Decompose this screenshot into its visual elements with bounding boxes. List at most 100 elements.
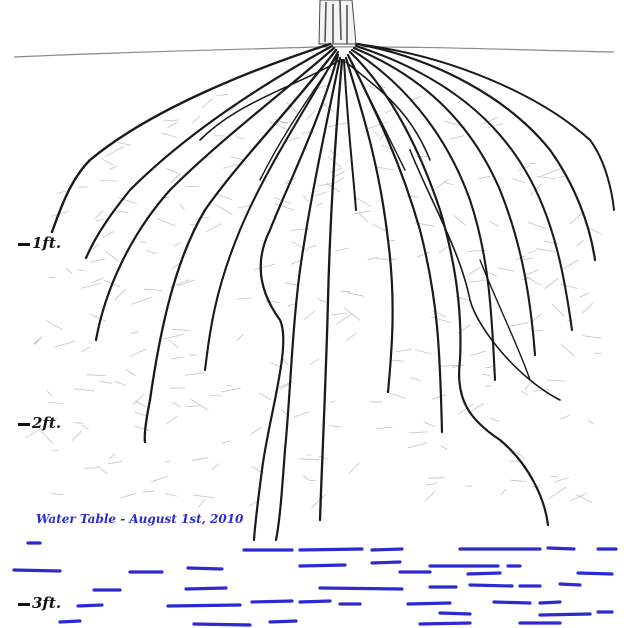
rootlet xyxy=(498,268,515,271)
rootlet xyxy=(513,179,526,183)
depth-marker-label: 1ft. xyxy=(32,234,61,252)
rootlet xyxy=(355,211,371,214)
rootlet xyxy=(533,390,549,392)
rootlet xyxy=(209,395,221,396)
rootlet xyxy=(486,386,491,387)
root-strand xyxy=(354,48,535,355)
rootlet xyxy=(166,416,176,424)
rootlet xyxy=(47,321,63,330)
rootlet xyxy=(143,491,155,492)
rootlet xyxy=(135,412,146,416)
rootlet xyxy=(445,183,453,185)
fine-rootlets xyxy=(26,85,602,508)
rootlet xyxy=(408,443,427,448)
rootlet xyxy=(42,432,53,443)
water-stroke xyxy=(186,588,226,589)
water-stroke xyxy=(252,601,292,602)
rootlet xyxy=(224,165,238,169)
rootlet xyxy=(282,358,288,365)
rootlet xyxy=(491,418,499,422)
rootlet xyxy=(52,450,58,451)
rootlet xyxy=(251,427,262,434)
rootlet xyxy=(409,432,428,433)
rootlet xyxy=(510,323,529,327)
rootlet xyxy=(217,205,232,214)
water-stroke xyxy=(408,603,450,604)
rootlet xyxy=(186,406,199,407)
rootlet xyxy=(222,441,230,443)
rootlet xyxy=(106,147,124,157)
rootlet xyxy=(294,412,309,417)
rootlet xyxy=(172,329,188,330)
rootlet xyxy=(329,425,340,427)
root-strand xyxy=(356,46,572,330)
rootlet xyxy=(135,426,150,431)
rootlet xyxy=(82,347,90,351)
rootlet xyxy=(254,264,275,270)
rootlet xyxy=(303,196,308,202)
water-stroke xyxy=(60,621,80,622)
root-strand xyxy=(96,48,334,340)
rootlet xyxy=(285,283,298,285)
rootlet xyxy=(386,109,394,112)
rootlet xyxy=(151,476,167,482)
rootlet xyxy=(410,378,421,381)
rootlet xyxy=(312,495,326,508)
rootlet xyxy=(96,219,102,221)
root-strand xyxy=(276,58,340,540)
rootlet xyxy=(332,313,346,315)
rootlet xyxy=(425,491,435,502)
water-stroke xyxy=(420,623,470,624)
water-stroke xyxy=(494,602,530,603)
rootlet xyxy=(52,494,64,495)
depth-tick xyxy=(18,243,30,246)
rootlet xyxy=(377,427,393,428)
rootlet xyxy=(374,132,380,136)
water-stroke xyxy=(372,549,402,550)
rootlet xyxy=(526,270,538,275)
rootlet xyxy=(330,401,336,403)
rootlet xyxy=(172,357,183,359)
rootlet xyxy=(471,351,486,356)
rootlet xyxy=(132,297,152,304)
rootlet xyxy=(236,137,244,140)
rootlet xyxy=(237,298,252,299)
rootlet xyxy=(163,335,183,340)
rootlet xyxy=(397,349,412,352)
water-stroke xyxy=(440,613,470,614)
rootlet xyxy=(522,391,528,395)
rootlet xyxy=(570,493,587,501)
rootlet xyxy=(561,415,570,419)
water-stroke xyxy=(320,588,402,589)
rootlet xyxy=(549,487,566,498)
depth-tick xyxy=(18,603,30,606)
root-strand xyxy=(352,50,495,380)
rootlet xyxy=(307,110,315,119)
rootlet xyxy=(121,494,136,498)
main-roots xyxy=(52,44,614,540)
rootlet xyxy=(231,157,243,160)
water-stroke xyxy=(188,568,222,569)
root-strand xyxy=(320,60,342,520)
water-stroke xyxy=(540,602,560,603)
rootlet xyxy=(559,176,565,177)
rootlet xyxy=(136,401,146,407)
rootlet xyxy=(561,344,575,356)
rootlet xyxy=(316,203,322,206)
water-stroke xyxy=(468,573,500,574)
water-table-strokes xyxy=(14,543,616,625)
rootlet xyxy=(165,494,176,497)
rootlet xyxy=(35,338,41,344)
rootlet xyxy=(101,158,113,165)
rootlet xyxy=(47,391,52,396)
rootlet xyxy=(82,284,100,289)
rootlet xyxy=(126,369,135,375)
rootlet xyxy=(439,247,447,253)
rootlet xyxy=(189,355,196,356)
rootlet xyxy=(354,197,370,206)
rootlet xyxy=(468,250,487,252)
rootlet xyxy=(157,219,175,226)
water-stroke xyxy=(578,573,612,574)
rootlet xyxy=(90,259,104,262)
